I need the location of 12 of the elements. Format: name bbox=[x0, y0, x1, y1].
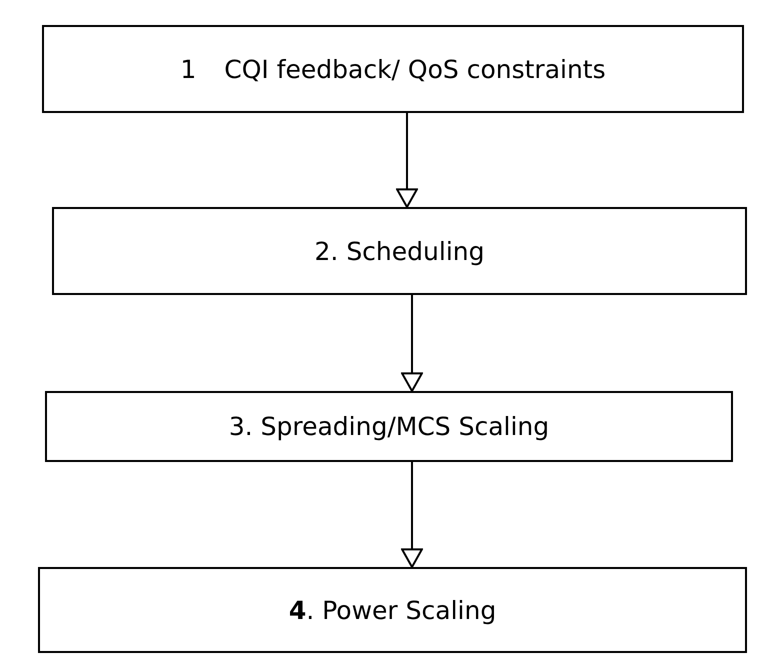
arrow bbox=[401, 462, 423, 568]
step-number: 1 bbox=[180, 54, 196, 84]
step-label: 2. Scheduling bbox=[314, 236, 484, 266]
step-label: 4. Power Scaling bbox=[288, 596, 496, 624]
arrow bbox=[401, 295, 423, 392]
process-box bbox=[52, 207, 747, 295]
step-label: CQI feedback/ QoS constraints bbox=[224, 54, 606, 84]
process-box bbox=[42, 25, 744, 113]
process-box bbox=[38, 567, 747, 653]
process-box bbox=[45, 391, 733, 462]
arrow bbox=[396, 113, 418, 208]
step-label: 3. Spreading/MCS Scaling bbox=[228, 412, 550, 441]
